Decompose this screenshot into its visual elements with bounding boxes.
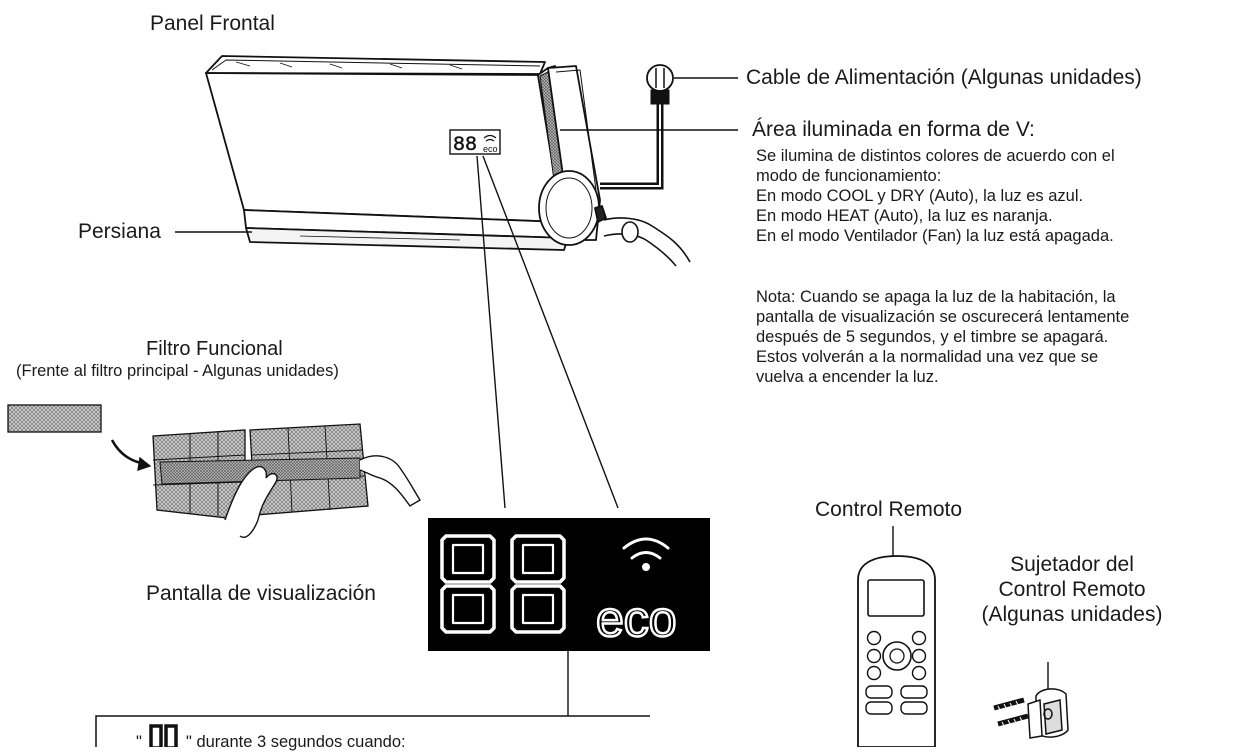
leader-lines	[175, 129, 1049, 716]
holder-line: Sujetador del	[1010, 553, 1134, 576]
remote-control	[857, 555, 936, 747]
holder-line: Control Remoto	[998, 577, 1146, 601]
front-panel-label: Panel Frontal	[150, 12, 275, 35]
note-line: después de 5 segundos, y el timbre se ap…	[756, 328, 1109, 346]
louver-label: Persiana	[78, 220, 161, 243]
v-area-line: modo de funcionamiento:	[756, 167, 942, 185]
note-line: Nota: Cuando se apaga la luz de la habit…	[756, 288, 1116, 306]
note-paragraph: Nota: Cuando se apaga la luz de la habit…	[756, 287, 1129, 387]
note-line: vuelva a encender la luz.	[756, 368, 939, 386]
eco-label: eco	[596, 591, 677, 647]
display-label: Pantalla de visualización	[146, 582, 376, 605]
note-line: Estos volverán a la normalidad una vez q…	[756, 348, 1099, 366]
filter-subtitle: (Frente al filtro principal - Algunas un…	[16, 362, 339, 380]
drain-hose	[603, 217, 691, 267]
bottom-note-text: " durante 3 segundos cuando:	[186, 733, 406, 751]
indoor-unit	[205, 55, 607, 251]
holder-line: (Algunas unidades)	[981, 602, 1163, 626]
unit-display-icon: 88 eco	[449, 129, 501, 157]
v-area-line: En modo COOL y DRY (Auto), la luz es azu…	[756, 187, 1084, 205]
power-cable-label: Cable de Alimentación (Algunas unidades)	[746, 66, 1142, 89]
v-area-line: En el modo Ventilador (Fan) la luz está …	[756, 227, 1114, 245]
wifi-icon	[622, 537, 670, 571]
svg-text:eco: eco	[483, 144, 498, 154]
v-area-line: En modo HEAT (Auto), la luz es naranja.	[756, 207, 1053, 225]
remote-holder	[993, 688, 1069, 739]
display-panel: eco	[428, 518, 710, 651]
bottom-note-box	[95, 715, 650, 747]
holder-label: Sujetador del Control Remoto (Algunas un…	[972, 553, 1172, 627]
remote-label: Control Remoto	[815, 498, 963, 521]
functional-filter	[7, 404, 421, 538]
v-area-description: Se ilumina de distintos colores de acuer…	[756, 146, 1115, 246]
v-area-line: Se ilumina de distintos colores de acuer…	[756, 147, 1115, 165]
filter-title: Filtro Funcional	[146, 338, 283, 360]
power-cable	[600, 64, 738, 190]
v-area-title: Área iluminada en forma de V:	[752, 118, 1035, 141]
bottom-note-open-quote: "	[136, 733, 142, 751]
bottom-digits-icon	[149, 724, 178, 747]
note-line: pantalla de visualización se oscurecerá …	[756, 308, 1130, 326]
svg-text:88: 88	[453, 134, 477, 157]
